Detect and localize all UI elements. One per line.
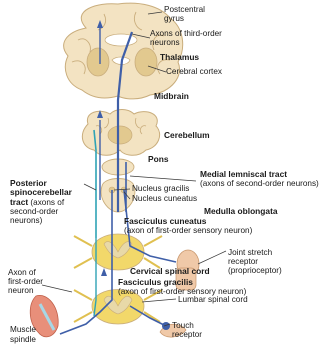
label-nucleus-cuneatus: Nucleus cuneatus <box>132 194 197 203</box>
label-medulla: Medulla oblongata <box>204 206 278 216</box>
svg-text:gyrus: gyrus <box>164 14 184 23</box>
label-fasciculus-gracilis: Fasciculus gracilis <box>118 277 193 287</box>
label-posterior-sub-1: (axons of <box>28 198 65 207</box>
label-touch-2: receptor <box>172 330 202 339</box>
label-axons-third-order-1: Axons of third-order <box>150 29 222 38</box>
label-lumbar: Lumbar spinal cord <box>178 295 248 304</box>
label-joint-3: (proprioceptor) <box>228 266 282 275</box>
label-postcentral-gyrus-1: Postcentral <box>164 5 205 14</box>
label-thalamus: Thalamus <box>160 52 199 62</box>
label-postcentral-gyrus-2: gyrus <box>164 14 184 23</box>
label-pons: Pons <box>148 154 169 164</box>
svg-text:Axons of third-order: Axons of third-order <box>150 29 222 38</box>
label-posterior-sub-3: neurons) <box>10 216 43 225</box>
label-joint-1: Joint stretch <box>228 248 273 257</box>
cervical-cord-section <box>74 234 162 270</box>
label-nucleus-gracilis: Nucleus gracilis <box>132 184 189 193</box>
label-posterior-2: spinocerebellar <box>10 187 73 197</box>
labels: Postcentral gyrus Axons of third-order n… <box>8 5 319 344</box>
label-medial-lemniscal-sub: (axons of second-order neurons) <box>200 179 319 188</box>
label-muscle-1: Muscle <box>10 325 36 334</box>
label-posterior-sub-2: second-order <box>10 207 59 216</box>
label-axon-first-3: neuron <box>8 286 34 295</box>
label-touch-1: Touch <box>172 321 194 330</box>
label-posterior-3: tract <box>10 197 28 207</box>
label-cerebellum: Cerebellum <box>164 130 210 140</box>
label-axon-first-1: Axon of <box>8 268 36 277</box>
label-axon-first-2: first-order <box>8 277 43 286</box>
label-midbrain: Midbrain <box>154 91 189 101</box>
label-joint-2: receptor <box>228 257 258 266</box>
spinocerebellar-pathway <box>94 130 96 316</box>
svg-text:neurons: neurons <box>150 38 180 47</box>
label-axons-third-order-2: neurons <box>150 38 180 47</box>
svg-text:tract (axons of: tract (axons of <box>10 197 65 207</box>
label-fasciculus-cuneatus-sub: (axon of first-order sensory neuron) <box>124 226 253 235</box>
label-cerebral-cortex: Cerebral cortex <box>166 67 222 76</box>
label-cervical: Cervical spinal cord <box>130 266 210 276</box>
label-muscle-2: spindle <box>10 335 36 344</box>
svg-text:Postcentral: Postcentral <box>164 5 205 14</box>
label-medial-lemniscal: Medial lemniscal tract <box>200 169 287 179</box>
label-fasciculus-cuneatus: Fasciculus cuneatus <box>124 216 207 226</box>
